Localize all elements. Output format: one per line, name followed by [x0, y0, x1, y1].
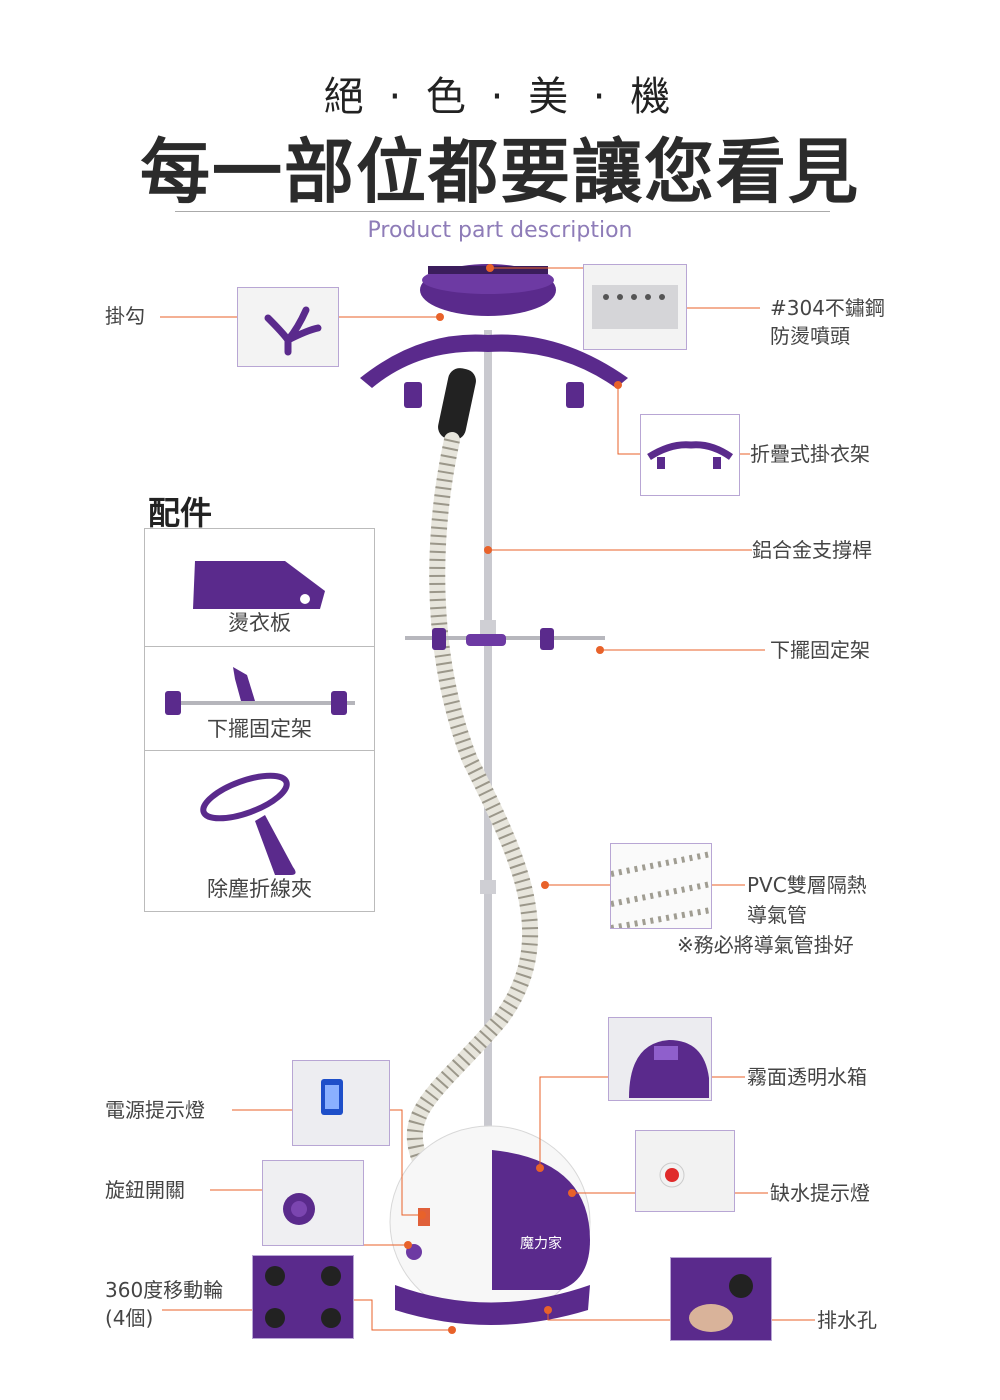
title-divider — [175, 211, 830, 212]
power-light-thumbnail — [292, 1060, 390, 1146]
label-pole: 鋁合金支撐桿 — [752, 538, 872, 562]
label-hanger: 折疊式掛衣架 — [750, 442, 870, 466]
accessories-title: 配件 — [148, 494, 213, 532]
hanger-thumbnail — [640, 414, 740, 496]
label-low-water: 缺水提示燈 — [770, 1181, 870, 1205]
accessory-label: 下擺固定架 — [207, 717, 312, 741]
ironing-board-icon — [193, 561, 325, 609]
leader-power-b — [388, 1109, 422, 1216]
accessory-label: 除塵折線夾 — [207, 877, 312, 901]
hanger-arms — [360, 334, 628, 388]
label-hose-note: ※務必將導氣管掛好 — [677, 933, 854, 957]
label-power-light: 電源提示燈 — [105, 1098, 205, 1122]
hose-thumbnail — [610, 843, 712, 929]
drain-thumbnail — [670, 1257, 772, 1341]
leader-hanger-a — [617, 385, 640, 455]
leader-wheels-b — [352, 1299, 452, 1331]
support-pole — [484, 330, 492, 1140]
nozzle-thumbnail — [583, 264, 687, 350]
label-hose: PVC雙層隔熱 — [747, 873, 867, 897]
label-wheels-count: (4個) — [105, 1306, 154, 1330]
wheels-thumbnail — [252, 1255, 354, 1339]
label-hook: 掛勾 — [105, 304, 145, 328]
slogan-subtitle: 絕 · 色 · 美 · 機 — [323, 74, 677, 120]
leader-tank-a — [539, 1076, 608, 1168]
low-water-thumbnail — [635, 1130, 735, 1212]
accessory-ironing-board: 燙衣板 — [144, 528, 375, 648]
label-tank: 霧面透明水箱 — [747, 1065, 867, 1089]
tank-thumbnail — [608, 1017, 712, 1101]
accessory-label: 燙衣板 — [228, 611, 291, 635]
accessory-lower-clip: 下擺固定架 — [144, 646, 375, 752]
label-drain: 排水孔 — [817, 1308, 877, 1332]
steam-hose — [406, 432, 538, 1168]
section-caption: Product part description — [367, 218, 633, 243]
lower-clip-icon — [165, 667, 355, 715]
brand-logo: 魔力家 — [520, 1235, 562, 1251]
hook-thumbnail — [237, 287, 339, 367]
label-lower-clip: 下擺固定架 — [770, 638, 870, 662]
page-title: 每一部位都要讓您看見 — [140, 131, 860, 213]
label-knob-switch: 旋鈕開關 — [105, 1178, 185, 1202]
label-hose-line2: 導氣管 — [747, 903, 807, 927]
accessory-lint-brush: 除塵折線夾 — [144, 750, 375, 912]
label-wheels: 360度移動輪 — [105, 1278, 224, 1302]
label-nozzle: #304不鏽鋼 — [770, 296, 885, 320]
knob-thumbnail — [262, 1160, 364, 1246]
label-nozzle-line2: 防燙噴頭 — [770, 324, 850, 348]
steam-handle — [438, 368, 476, 440]
lint-brush-icon — [200, 772, 296, 875]
